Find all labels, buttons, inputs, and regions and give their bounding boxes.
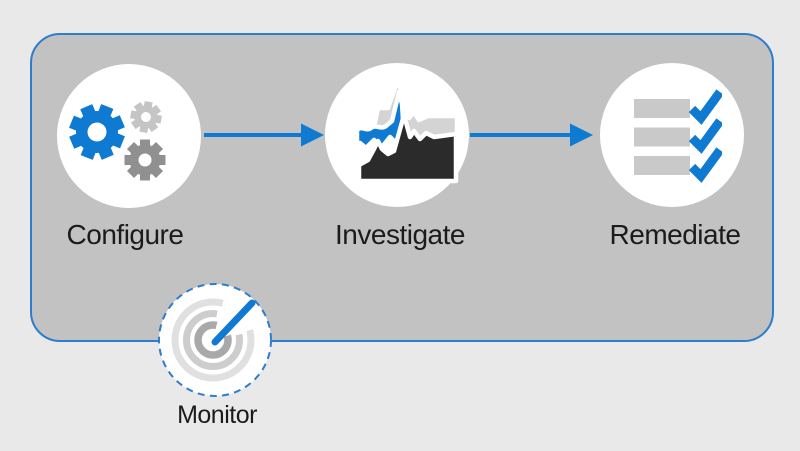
step-label-remediate: Remediate [609, 219, 741, 250]
step-circle-investigate [325, 63, 469, 207]
gears-icon [69, 101, 166, 181]
step-circle-remediate [600, 63, 744, 207]
sub-step-circle-monitor [155, 280, 275, 400]
sub-step-label-monitor: Monitor [177, 401, 257, 429]
step-circle-configure [57, 64, 201, 208]
area-chart-icon [355, 77, 459, 184]
checkmark-icon [688, 89, 722, 125]
checkmark-icon [688, 118, 722, 154]
step-label-investigate: Investigate [335, 219, 465, 250]
gauge-needle-icon [211, 299, 256, 346]
checklist-icon [634, 89, 722, 183]
checkmark-icon [688, 147, 722, 183]
radar-gauge-icon [158, 283, 272, 397]
step-label-configure: Configure [66, 219, 184, 250]
